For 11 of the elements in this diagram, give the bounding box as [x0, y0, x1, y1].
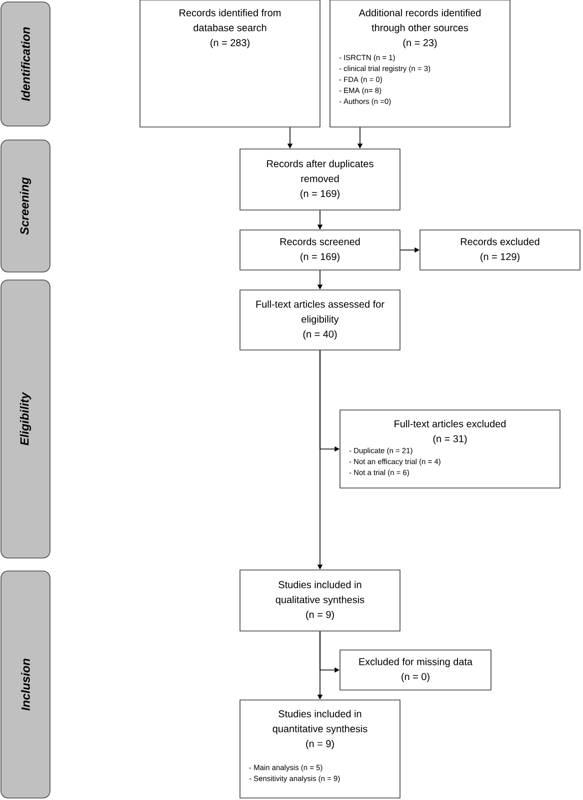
phase-band: Identification — [0, 2, 50, 126]
phase-band: Screening — [0, 140, 50, 272]
flow-box: Records identified from database search (n = 283) — [140, 0, 320, 128]
exclusion-box: Records excluded (n = 129) — [420, 230, 580, 270]
exclusion-box: Excluded for missing data (n = 0) — [340, 650, 492, 690]
flow-box: Full-text articles assessed for eligibility (n = 40) — [240, 290, 400, 350]
phase-band: Eligibility — [0, 280, 50, 558]
flow-box: Studies included in qualitative synthesis (n = 9) — [240, 570, 400, 632]
phase-band: Inclusion — [0, 570, 50, 798]
flow-box: Records screened (n = 169) — [240, 230, 400, 270]
flow-box: Records after duplicates removed (n = 169) — [240, 148, 400, 210]
